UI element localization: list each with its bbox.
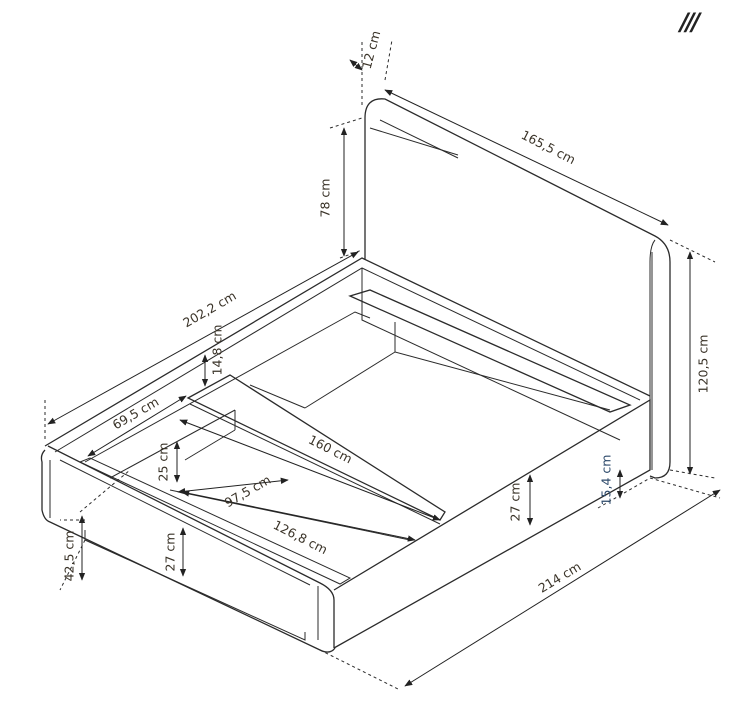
extension-lines: [44, 39, 721, 691]
label-inner-width: 160 cm: [306, 432, 355, 467]
brand-logo: ///: [677, 8, 703, 36]
label-headboard-thickness: 12 cm: [359, 29, 384, 70]
label-side-height-front: 27 cm: [163, 533, 178, 572]
label-storage-depth: 25 cm: [156, 443, 171, 482]
label-total-height-front: 42,5 cm: [62, 531, 77, 582]
label-inner-length: 126,8 cm: [271, 517, 330, 557]
label-headboard-total-height: 120,5 cm: [696, 335, 711, 394]
label-headboard-ground-clearance: 15,4 cm: [599, 455, 614, 506]
label-headboard-height-above-frame: 78 cm: [318, 179, 333, 218]
label-storage-compartment-length: 97,5 cm: [222, 472, 274, 510]
label-headboard-width: 165,5 cm: [519, 127, 578, 167]
label-frame-length: 202,2 cm: [180, 288, 238, 330]
dimension-arrows: [47, 59, 721, 687]
headboard: [364, 98, 671, 479]
label-rail-drop: 14,8 cm: [210, 325, 225, 376]
label-side-height-right: 27 cm: [508, 483, 523, 522]
